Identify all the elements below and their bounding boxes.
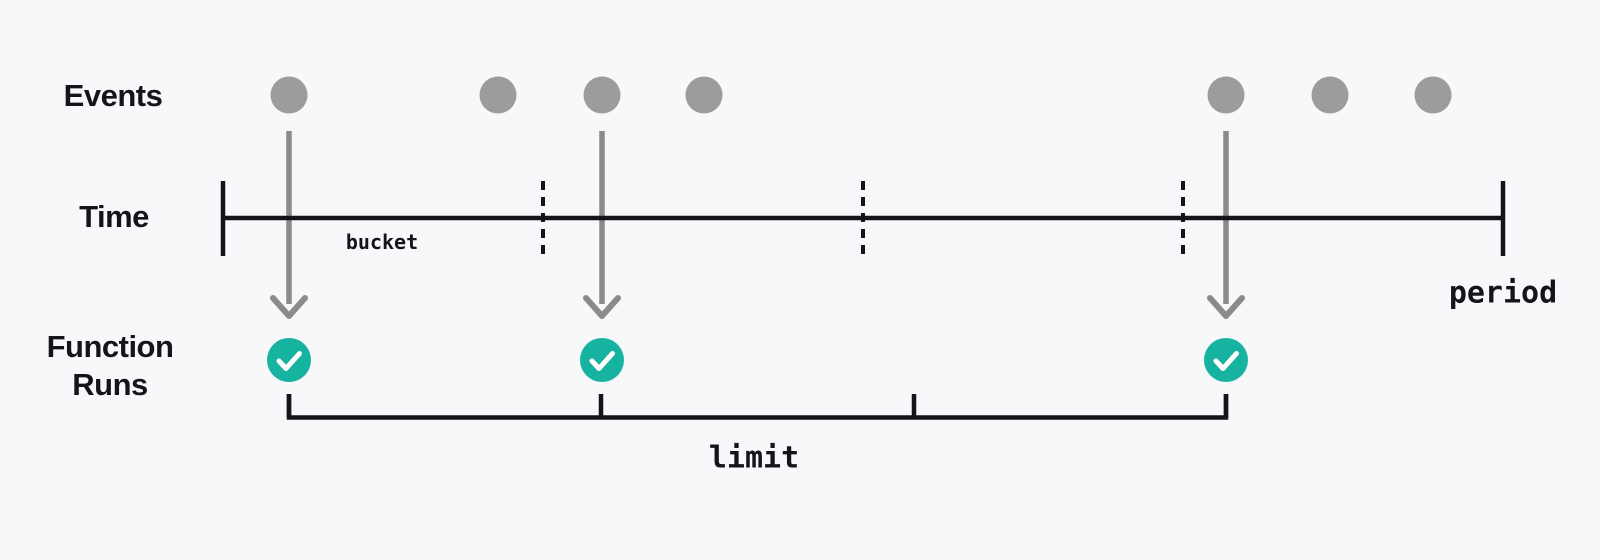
check-icon <box>1213 351 1239 371</box>
arrow-down-icon <box>1207 295 1245 319</box>
arrow-down-icon <box>583 295 621 319</box>
function-runs-label-line2: Runs <box>72 367 148 402</box>
limit-label: limit <box>708 440 800 476</box>
period-label: period <box>1448 275 1558 311</box>
event-dot <box>479 76 517 114</box>
limit-bracket <box>286 394 1229 420</box>
function-runs-row-label: Function Runs <box>47 328 174 404</box>
function-runs-label-line1: Function <box>46 329 174 364</box>
event-dot <box>1311 76 1349 114</box>
events-row-label: Events <box>63 78 163 113</box>
event-dot <box>1414 76 1452 114</box>
time-row-label: Time <box>79 199 149 234</box>
run-circle <box>1204 338 1248 382</box>
bucket-label: bucket <box>345 230 419 254</box>
run-circle <box>267 338 311 382</box>
arrow-down-icon <box>270 295 308 319</box>
run-circle <box>580 338 624 382</box>
event-dot <box>270 76 308 114</box>
event-dot <box>583 76 621 114</box>
event-dot <box>685 76 723 114</box>
event-dot <box>1207 76 1245 114</box>
check-icon <box>589 351 615 371</box>
check-icon <box>276 351 302 371</box>
